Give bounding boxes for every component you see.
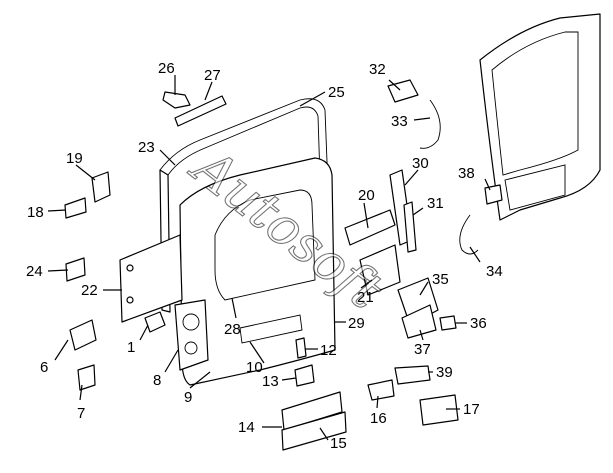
callout-28: 28	[224, 321, 241, 338]
callout-30: 30	[412, 155, 429, 172]
callout-17: 17	[463, 401, 480, 418]
callout-35: 35	[432, 271, 449, 288]
callout-18: 18	[27, 204, 44, 221]
callout-6: 6	[40, 359, 48, 376]
callout-24: 24	[26, 263, 43, 280]
callout-8: 8	[153, 372, 161, 389]
callout-14: 14	[238, 419, 255, 436]
callout-19: 19	[66, 150, 83, 167]
callout-31: 31	[427, 195, 444, 212]
callout-22: 22	[81, 282, 98, 299]
callout-39: 39	[436, 364, 453, 381]
hinge-plate	[119, 234, 183, 323]
leader-lines	[47, 75, 491, 441]
callout-37: 37	[414, 341, 431, 358]
vehicle-body-outline	[479, 13, 601, 221]
callout-13: 13	[262, 373, 279, 390]
rear-door-panel	[179, 157, 336, 386]
callout-10: 10	[246, 359, 263, 376]
callout-34: 34	[486, 263, 503, 280]
callout-36: 36	[470, 315, 487, 332]
small-parts	[64, 79, 503, 451]
callout-9: 9	[184, 389, 192, 406]
callout-33: 33	[391, 113, 408, 130]
callout-21: 21	[357, 289, 374, 306]
callout-7: 7	[77, 405, 85, 422]
callout-38: 38	[458, 165, 475, 182]
callout-27: 27	[204, 67, 221, 84]
callout-26: 26	[158, 60, 175, 77]
callout-labels: 1 6 7 8 9 10 12 13 14 15 16 17 18 19 20 …	[26, 60, 503, 452]
callout-12: 12	[320, 342, 337, 359]
callout-16: 16	[370, 410, 387, 427]
callout-20: 20	[358, 187, 375, 204]
callout-29: 29	[348, 315, 365, 332]
callout-15: 15	[330, 435, 347, 452]
callout-1: 1	[127, 339, 135, 356]
callout-23: 23	[138, 139, 155, 156]
callout-25: 25	[328, 84, 345, 101]
callout-32: 32	[369, 61, 386, 78]
